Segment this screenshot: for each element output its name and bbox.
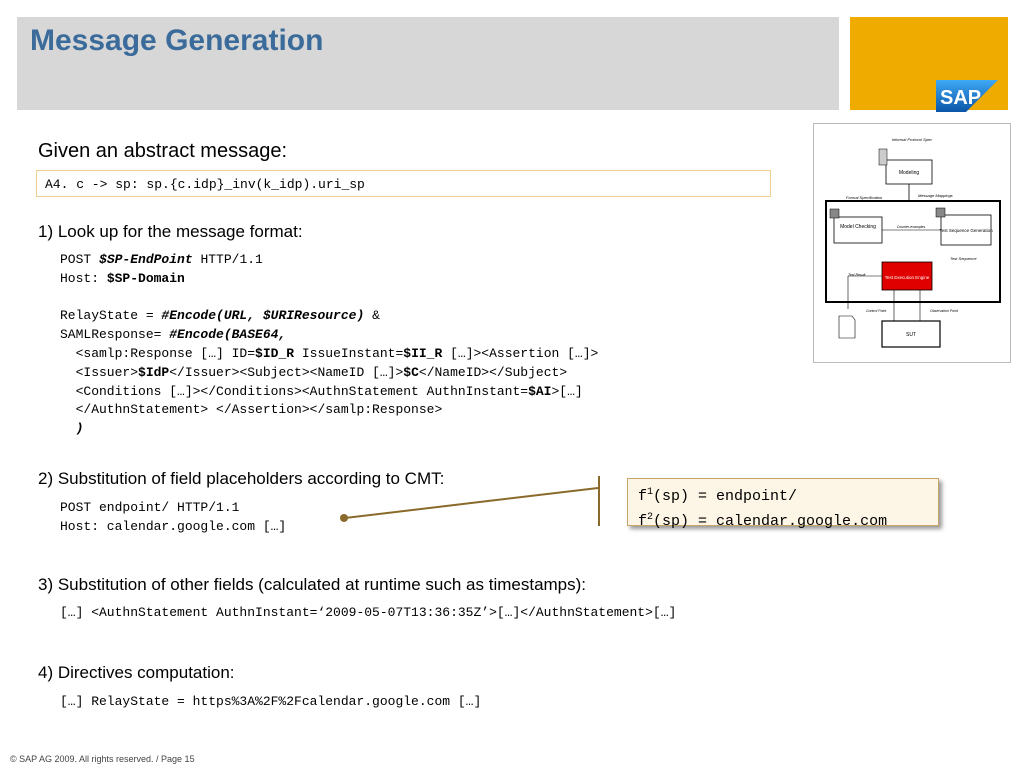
test-framework-box bbox=[825, 200, 1001, 303]
code-line: POST endpoint/ HTTP/1.1 bbox=[60, 500, 240, 515]
code-segment: </NameID></Subject> bbox=[418, 364, 568, 380]
model-checking-label: Model Checking bbox=[840, 224, 876, 230]
test-sequence-label: Test Sequence bbox=[950, 256, 977, 261]
abstract-message: A4. c -> sp: sp.{c.idp}_inv(k_idp).uri_s… bbox=[36, 170, 771, 197]
code-segment: $II_R bbox=[403, 345, 443, 361]
runtime-code: […] <AuthnStatement AuthnInstant=‘2009-0… bbox=[60, 605, 677, 620]
code-segment: Host bbox=[60, 270, 92, 286]
sap-logo-text: SAP bbox=[940, 87, 981, 109]
control-point-label: Control Point bbox=[866, 309, 887, 313]
code-line: </AuthnStatement> </Assertion></samlp:Re… bbox=[60, 401, 598, 420]
code-segment: […]><Assertion […]> bbox=[442, 345, 599, 361]
code-line: ) bbox=[60, 420, 598, 439]
formal-spec-label: Formal Specification bbox=[846, 195, 883, 200]
code-segment: $IdP bbox=[138, 364, 170, 380]
code-segment: POST bbox=[60, 252, 100, 267]
step3-heading: 3) Substitution of other fields (calcula… bbox=[38, 575, 587, 594]
code-segment: $SP-Domain bbox=[106, 270, 185, 286]
modeling-label: Modeling bbox=[899, 170, 920, 176]
model-checking-box bbox=[833, 216, 883, 244]
code-line: POST $SP-EndPoint HTTP/1.1 bbox=[60, 251, 598, 270]
sut-box bbox=[881, 320, 941, 348]
code-segment: </AuthnStatement> </Assertion></samlp:Re… bbox=[60, 402, 443, 418]
observation-point-label: Observation Point bbox=[930, 309, 959, 313]
code-line: <Issuer>$IdP</Issuer><Subject><NameID […… bbox=[60, 364, 598, 383]
process-diagram: Informal Protocol Spec Modeling Formal S… bbox=[813, 123, 1011, 363]
counter-examples-label: Counter-examples bbox=[897, 225, 926, 229]
test-result-label: Test Result bbox=[848, 273, 866, 277]
code-segment: <Conditions […]></Conditions><AuthnState… bbox=[60, 383, 529, 399]
code-line: Host: calendar.google.com […] bbox=[60, 518, 287, 534]
header-band bbox=[17, 17, 839, 110]
code-line: Host: $SP-Domain bbox=[60, 270, 598, 289]
footer: © SAP AG 2009. All rights reserved. / Pa… bbox=[10, 754, 195, 764]
sap-logo: SAP bbox=[936, 80, 998, 112]
cmt-function: f bbox=[638, 488, 648, 505]
code-segment: $ID_R bbox=[255, 345, 295, 361]
code-segment: #Encode(URL, $URIResource) bbox=[161, 308, 365, 324]
code-segment: & bbox=[364, 308, 380, 324]
diagram-top-label: Informal Protocol Spec bbox=[892, 137, 932, 142]
code-line: <samlp:Response […] ID=$ID_R IssueInstan… bbox=[60, 345, 599, 364]
code-segment: <Issuer> bbox=[60, 364, 139, 380]
step2-heading: 2) Substitution of field placeholders ac… bbox=[38, 469, 445, 488]
code-segment: #Encode(BASE64, bbox=[169, 327, 287, 343]
model-checking-text: Model Checking bbox=[840, 224, 876, 230]
code-segment: </Issuer><Subject><NameID […]> bbox=[169, 364, 404, 380]
document-icon bbox=[838, 315, 856, 339]
code-segment: HTTP/1.1 bbox=[192, 252, 263, 267]
code-segment: ) bbox=[60, 421, 84, 437]
test-engine-label: Test Execution Engine bbox=[885, 275, 930, 280]
message-mappings-label: Message Mappings bbox=[918, 193, 953, 198]
user-icon bbox=[878, 148, 888, 166]
cmt-line: f2(sp) = calendar.google.com bbox=[638, 507, 938, 532]
cmt-index: 2 bbox=[647, 512, 654, 523]
step4-heading: 4) Directives computation: bbox=[38, 663, 235, 682]
gear-icon bbox=[829, 208, 840, 219]
code-segment: IssueInstant= bbox=[294, 345, 404, 361]
test-seq-gen-label: Test Sequence Generation bbox=[939, 228, 993, 233]
cmt-mapping-box: f1(sp) = endpoint/f2(sp) = calendar.goog… bbox=[627, 478, 939, 530]
cmt-value: (sp) = endpoint/ bbox=[653, 488, 798, 505]
given-heading: Given an abstract message: bbox=[38, 140, 288, 162]
code-segment: : bbox=[91, 270, 107, 286]
code-segment: >[…] bbox=[551, 383, 583, 399]
code-segment: <samlp:Response […] ID= bbox=[60, 345, 256, 361]
code-segment: SAMLResponse= bbox=[60, 327, 170, 343]
directive-code: […] RelayState = https%3A%2F%2Fcalendar.… bbox=[60, 694, 482, 709]
cmt-value: (sp) = calendar.google.com bbox=[653, 513, 888, 530]
page-title: Message Generation bbox=[30, 24, 324, 57]
cmt-index: 1 bbox=[647, 487, 654, 498]
code-segment: RelayState = bbox=[60, 308, 162, 324]
sut-label: SUT bbox=[906, 332, 916, 338]
code-line: RelayState = #Encode(URL, $URIResource) … bbox=[60, 307, 598, 326]
step1-heading: 1) Look up for the message format: bbox=[38, 222, 303, 241]
code-segment: $AI bbox=[528, 383, 552, 399]
code-segment: $C bbox=[403, 364, 419, 380]
code-line: SAMLResponse= #Encode(BASE64, bbox=[60, 326, 598, 345]
gear-icon-2 bbox=[935, 207, 946, 218]
code-line: <Conditions […]></Conditions><AuthnState… bbox=[60, 383, 598, 402]
cmt-line: f1(sp) = endpoint/ bbox=[638, 482, 938, 507]
code-segment: $SP-EndPoint bbox=[99, 252, 193, 267]
test-seq-gen-box bbox=[940, 214, 992, 246]
cmt-function: f bbox=[638, 513, 648, 530]
